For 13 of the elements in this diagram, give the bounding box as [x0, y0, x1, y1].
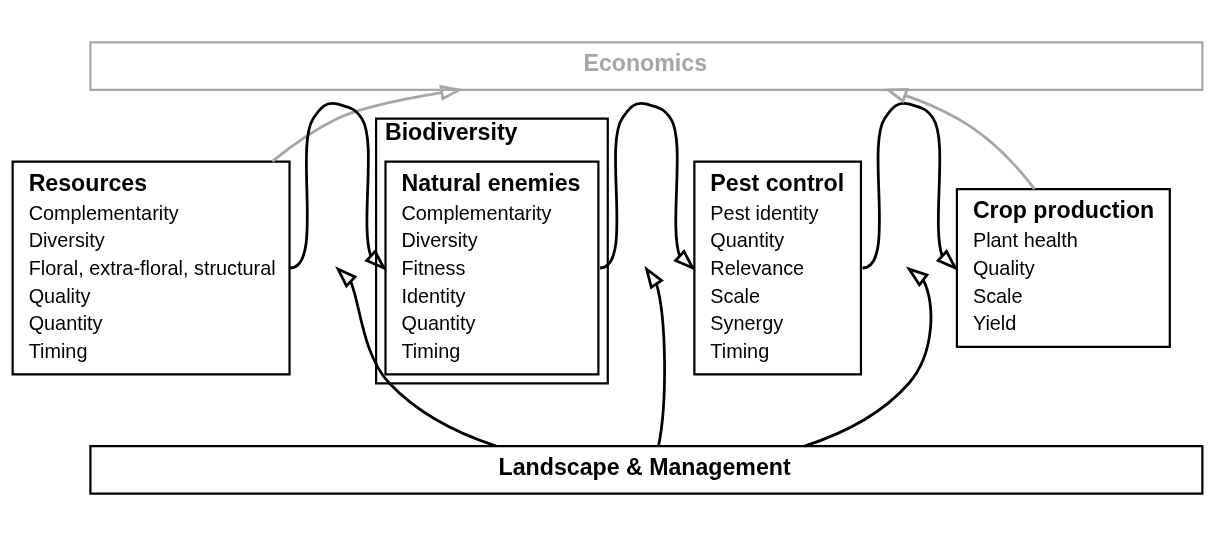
node-box: Economics: [89, 41, 1204, 91]
arrow: [644, 265, 666, 447]
node-box: Pest control Pest identity Quantity Relevance Scale Synergy Timing: [693, 160, 863, 376]
arrow: [271, 84, 464, 163]
node-box: Natural enemies Complementarity Diversity Fitness Identity Quantity Timing: [384, 160, 600, 376]
arrow: [884, 88, 1036, 190]
arrow: [804, 266, 933, 448]
node-box: Resources Complementarity Diversity Floral, extra-floral, structural Quality Quantity Timing: [11, 160, 291, 376]
node-box: Landscape & Management: [89, 445, 1204, 495]
node-box: Crop production Plant health Quality Scale Yield: [955, 188, 1171, 348]
arrow: [862, 101, 959, 271]
arrow: [289, 101, 387, 271]
arrow: [335, 266, 497, 448]
